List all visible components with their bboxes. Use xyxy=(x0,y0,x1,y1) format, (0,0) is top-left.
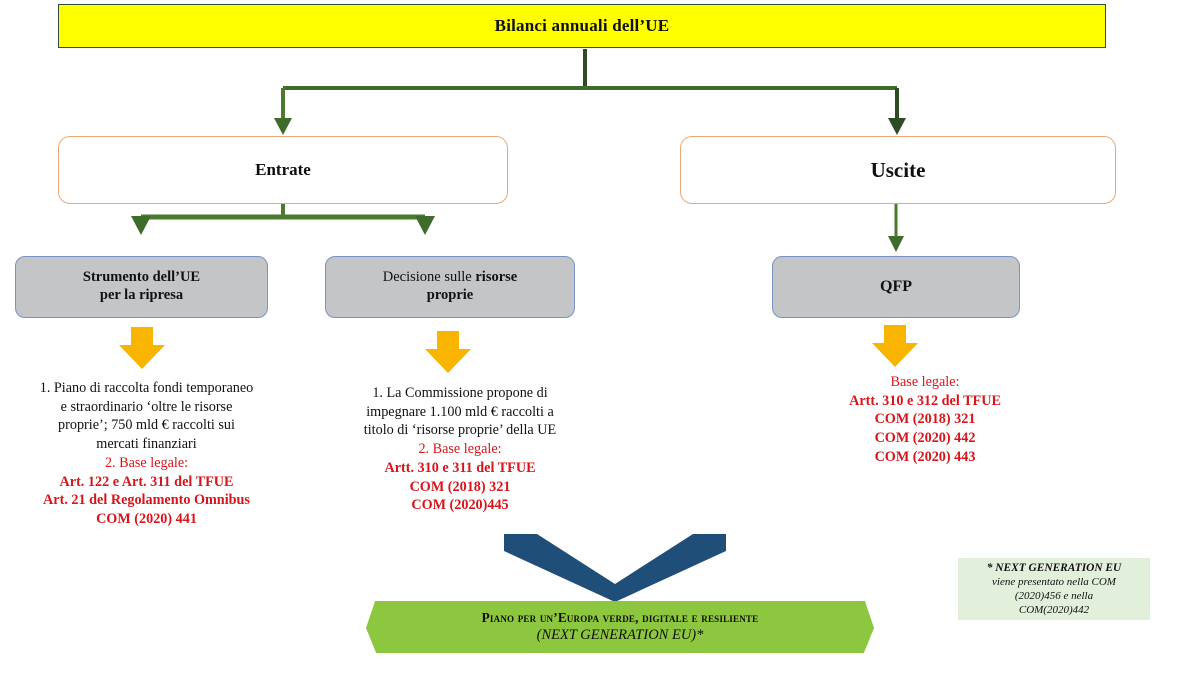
footnote-line1: * NEXT GENERATION EU xyxy=(986,561,1122,574)
node-entrate-label: Entrate xyxy=(255,160,311,179)
details-strumento: 1. Piano di raccolta fondi temporaneo e … xyxy=(4,379,289,529)
detail-line: 1. La Commissione propone di xyxy=(372,385,548,401)
arrow-head xyxy=(119,345,165,369)
bottom-banner: Piano per un’Europa verde, digitale e re… xyxy=(366,601,874,653)
detail-legal-ref: Art. 21 del Regolamento Omnibus xyxy=(43,492,250,509)
details-decisione: 1. La Commissione propone di impegnare 1… xyxy=(325,384,595,515)
title-banner: Bilanci annuali dell’UE xyxy=(58,4,1106,48)
footnote-line3: (2020)456 e nella xyxy=(1014,590,1094,603)
footnote-line4: COM(2020)442 xyxy=(1018,604,1090,617)
node-qfp-label: QFP xyxy=(880,278,912,296)
detail-legal-ref: Artt. 310 e 311 del TFUE xyxy=(384,459,536,476)
arrow-head xyxy=(425,349,471,373)
down-block-arrow-icon xyxy=(119,327,165,369)
detail-line: impegnare 1.100 mld € raccolti a xyxy=(366,403,554,420)
arrow-shaft xyxy=(437,331,459,349)
detail-base-legale: Base legale: xyxy=(890,374,960,390)
down-chevron-icon xyxy=(504,534,726,602)
detail-line: titolo di ‘risorse proprie’ della UE xyxy=(363,422,557,439)
footnote-box: * NEXT GENERATION EU viene presentato ne… xyxy=(958,558,1150,620)
node-entrate[interactable]: Entrate xyxy=(58,136,508,204)
node-decisione-line1-regular: Decisione sulle xyxy=(382,269,476,286)
detail-legal-ref: COM (2018) 321 xyxy=(874,411,976,428)
bottom-banner-line1: Piano per un’Europa verde, digitale e re… xyxy=(481,609,759,625)
detail-legal-ref: COM (2020) 443 xyxy=(874,448,976,465)
node-strumento-line1: Strumento dell’UE xyxy=(82,269,201,286)
detail-legal-ref: COM (2020)445 xyxy=(411,497,509,514)
detail-base-legale: 2. Base legale: xyxy=(104,454,189,471)
node-qfp[interactable]: QFP xyxy=(772,256,1020,318)
detail-legal-ref: Artt. 310 e 312 del TFUE xyxy=(849,392,1001,409)
node-decisione-risorse-proprie[interactable]: Decisione sulle risorse proprie xyxy=(325,256,575,318)
arrow-shaft xyxy=(131,327,153,345)
detail-line: e straordinario ‘oltre le risorse xyxy=(60,398,233,415)
down-block-arrow-icon xyxy=(425,331,471,373)
details-qfp: Base legale: Artt. 310 e 312 del TFUE CO… xyxy=(800,373,1050,467)
node-uscite[interactable]: Uscite xyxy=(680,136,1116,204)
node-decisione-line2: proprie xyxy=(426,287,474,303)
arrow-shaft xyxy=(884,325,906,343)
node-decisione-line1-bold: risorse xyxy=(475,269,518,286)
detail-legal-ref: Art. 122 e Art. 311 del TFUE xyxy=(59,473,234,490)
arrow-head xyxy=(872,343,918,367)
footnote-line2: viene presentato nella COM xyxy=(992,576,1116,589)
detail-legal-ref: COM (2020) 441 xyxy=(96,511,197,528)
node-decisione-line1: Decisione sulle risorse xyxy=(383,269,518,287)
node-uscite-label: Uscite xyxy=(870,157,926,182)
down-block-arrow-icon xyxy=(872,325,918,367)
node-strumento-line2: per la ripresa xyxy=(99,287,184,303)
detail-line: mercati finanziari xyxy=(96,436,197,453)
bottom-banner-line2: (NEXT GENERATION EU)* xyxy=(536,627,704,644)
detail-line: proprie’; 750 mld € raccolti sui xyxy=(58,417,235,434)
title-banner-label: Bilanci annuali dell’UE xyxy=(494,16,670,35)
node-strumento-ue-ripresa[interactable]: Strumento dell’UE per la ripresa xyxy=(15,256,268,318)
detail-base-legale: 2. Base legale: xyxy=(418,441,502,458)
detail-legal-ref: COM (2020) 442 xyxy=(874,430,976,447)
detail-line: 1. Piano di raccolta fondi temporaneo xyxy=(39,380,254,396)
detail-legal-ref: COM (2018) 321 xyxy=(409,478,511,495)
